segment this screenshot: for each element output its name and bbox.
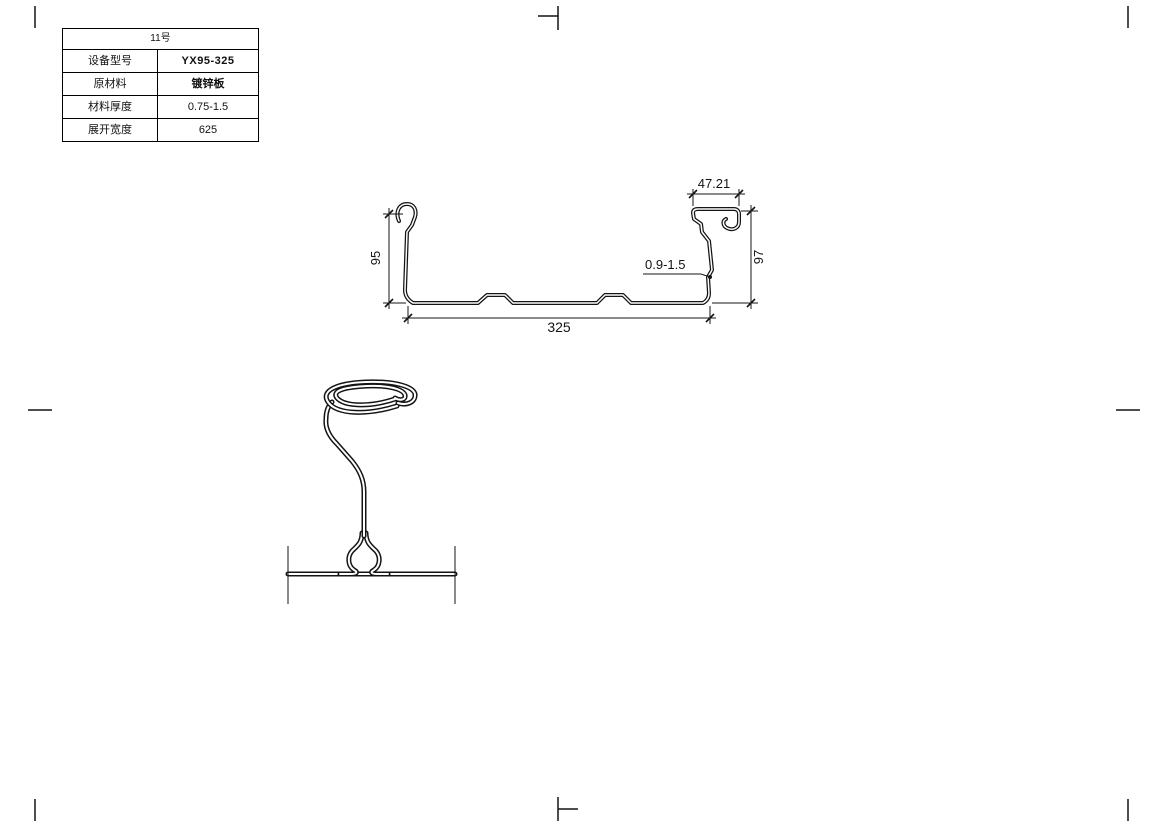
dimensions: 47.21 95 97 325 bbox=[368, 176, 766, 335]
dimension-cap-width: 47.21 bbox=[687, 176, 745, 206]
frame-mark-bottom-center bbox=[557, 797, 578, 821]
sheet-registration-marks bbox=[28, 6, 1140, 821]
field-value-unfolded-width: 625 bbox=[157, 118, 259, 142]
dim-right-height-label: 97 bbox=[751, 250, 766, 264]
profile-outline bbox=[395, 202, 741, 305]
title-block: 11号 设备型号 YX95-325 原材料 镀锌板 材料厚度 0.75-1.5 … bbox=[62, 28, 259, 142]
dim-left-height-label: 95 bbox=[368, 251, 383, 265]
field-label-material-thickness: 材料厚度 bbox=[62, 95, 158, 119]
table-row: 设备型号 YX95-325 bbox=[62, 49, 259, 73]
dim-cap-width-label: 47.21 bbox=[698, 176, 731, 191]
dimension-right-height: 97 bbox=[712, 205, 766, 309]
profile-cross-section bbox=[395, 202, 741, 305]
profile-outline-core bbox=[396, 203, 740, 304]
dimension-thickness: 0.9-1.5 bbox=[643, 257, 712, 279]
dimension-left-height: 95 bbox=[368, 208, 406, 309]
leader-dot bbox=[708, 275, 712, 279]
field-value-device-model: YX95-325 bbox=[157, 49, 259, 73]
seam-detail-view bbox=[285, 379, 458, 604]
frame-mark-top-center bbox=[538, 6, 559, 30]
field-label-unfolded-width: 展开宽度 bbox=[62, 118, 158, 142]
dim-cover-width-label: 325 bbox=[547, 319, 571, 335]
dimension-cover-width: 325 bbox=[402, 306, 716, 335]
table-row: 展开宽度 625 bbox=[62, 118, 259, 142]
detail-extent-bars bbox=[287, 546, 456, 604]
dim-thickness-label: 0.9-1.5 bbox=[645, 257, 685, 272]
field-label-device-model: 设备型号 bbox=[62, 49, 158, 73]
